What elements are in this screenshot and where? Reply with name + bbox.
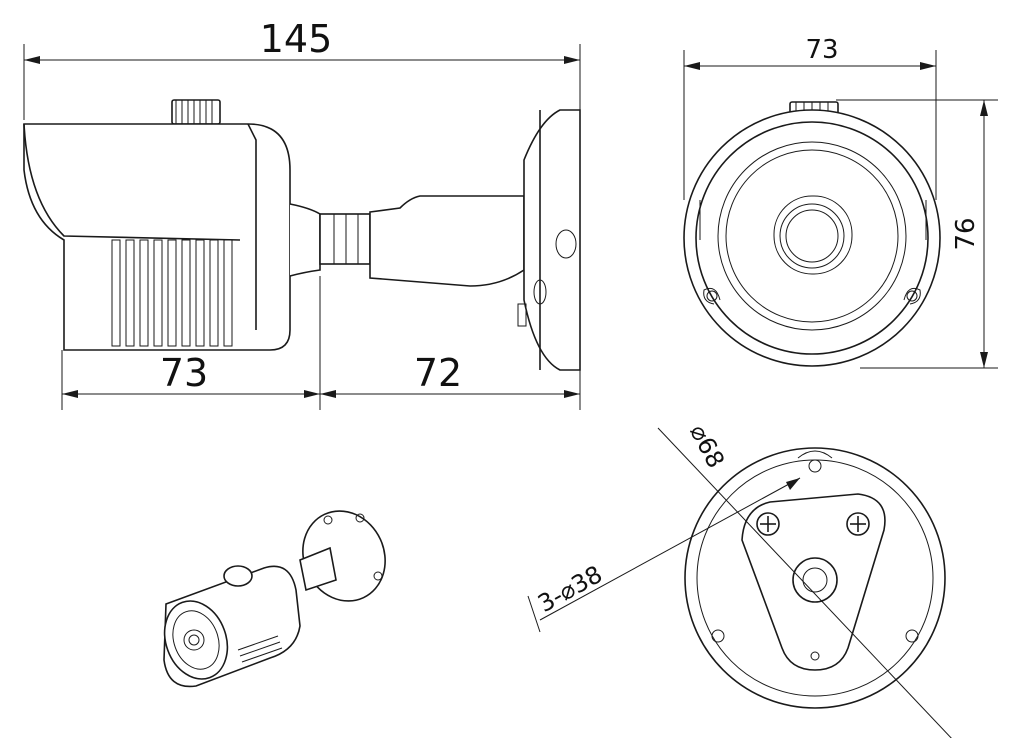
screw-left: [756, 512, 780, 536]
dim-front-width: 73: [805, 35, 838, 65]
dim-mount-length: 72: [414, 351, 462, 395]
screw-right: [846, 512, 870, 536]
svg-text:⌀68: ⌀68: [684, 420, 730, 473]
mount-base-view: ⌀68 3-⌀38: [527, 420, 952, 738]
side-view: 145: [23, 17, 581, 410]
svg-text:3-⌀38: 3-⌀38: [533, 560, 607, 618]
dim-body-length: 73: [160, 351, 208, 395]
perspective-view: [163, 510, 386, 688]
dim-total-length: 145: [260, 17, 333, 61]
front-view: 73 76: [683, 35, 998, 369]
cooling-fins: [111, 239, 233, 347]
dim-front-height: 76: [951, 217, 981, 250]
